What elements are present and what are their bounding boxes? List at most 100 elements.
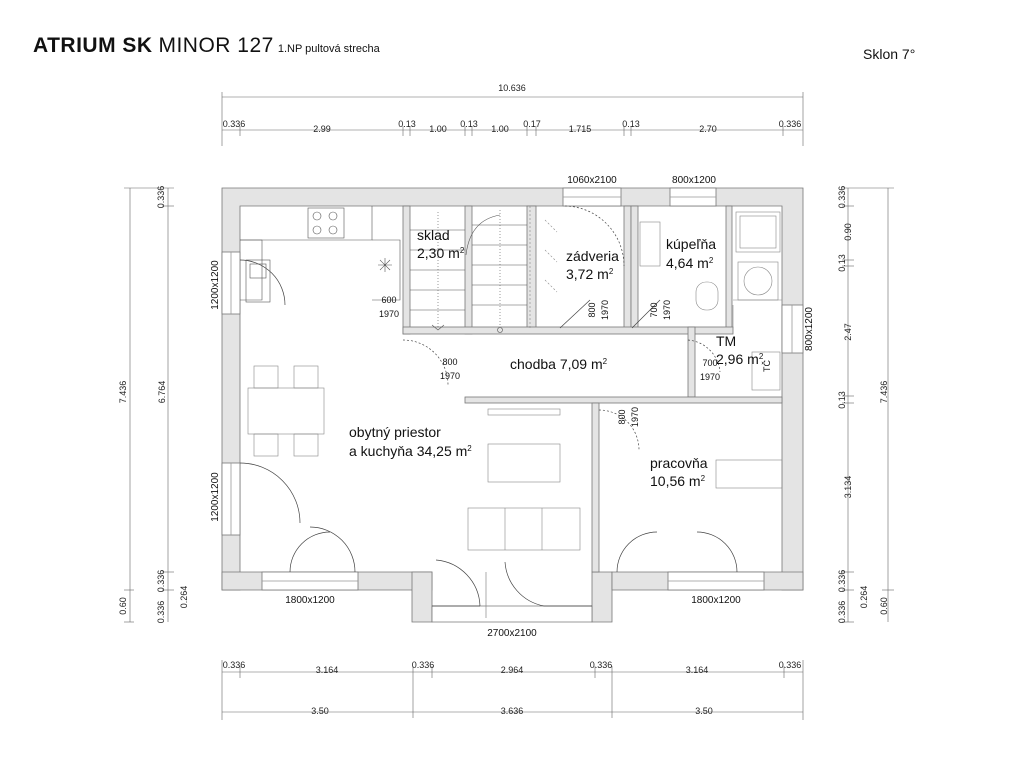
label-win-kupelna: 800x1200	[672, 175, 716, 186]
room-zadveria-name: zádveria	[566, 248, 619, 264]
entrance-door-left	[432, 559, 481, 607]
label-win-tm: 800x1200	[804, 307, 815, 351]
label-door-zadveria-w: 800	[587, 302, 597, 317]
room-kupelna-area: 4,64 m2	[666, 255, 714, 271]
room-tm-name: TM	[716, 333, 736, 349]
dim-top-4: 0.13	[460, 119, 478, 129]
dim-top-5: 1.00	[491, 124, 509, 134]
dim-left-chain-0: 0.336	[156, 186, 166, 209]
dim-top-10: 0.336	[779, 119, 802, 129]
label-win-zadveria: 1060x2100	[567, 175, 617, 186]
cooktop-icon	[307, 207, 345, 239]
dim-top-7: 1.715	[569, 124, 592, 134]
dimension-texts: 10.636 0.336 2.99 0.13 1.00 0.13 1.00 0.…	[118, 83, 889, 716]
dim-right-7: 0.264	[859, 586, 869, 609]
windows	[221, 187, 804, 591]
dim-right-6: 0.336	[837, 570, 847, 593]
heat-pump-label: TČ	[762, 360, 772, 372]
label-win-bottom-left: 1800x1200	[285, 595, 335, 606]
dim-right-3: 2.47	[843, 323, 853, 341]
dim-right-5: 3.134	[843, 476, 853, 499]
dim-bottom-4: 0.336	[590, 660, 613, 670]
room-pracovna-name: pracovňa	[650, 455, 708, 471]
room-obytny-area: a kuchyňa 34,25 m2	[349, 443, 472, 459]
dining-table	[247, 387, 325, 435]
doors	[239, 205, 738, 618]
room-kupelna-name: kúpeľňa	[666, 236, 716, 252]
label-door-tm-w: 700	[702, 358, 717, 368]
washbasin-icon	[639, 221, 661, 267]
room-sklad-name: sklad	[417, 227, 450, 243]
dim-top-9: 2.70	[699, 124, 717, 134]
dim-top-1: 2.99	[313, 124, 331, 134]
dim-right-2: 0.13	[837, 254, 847, 272]
dim-right-bottom-1: 0.60	[879, 597, 889, 615]
opening-labels: 1060x2100 800x1200 1200x1200 1200x1200 8…	[210, 175, 815, 639]
tv-stand	[487, 408, 561, 416]
dim-bottom-5: 3.164	[686, 665, 709, 675]
dim-bottom-2: 0.336	[412, 660, 435, 670]
label-door-chodba-w: 800	[442, 357, 457, 367]
heat-pump-icon	[751, 351, 781, 391]
dim-bottom-0: 0.336	[223, 660, 246, 670]
coffee-table	[487, 443, 561, 483]
dim-left-chain-1: 0.336	[156, 570, 166, 593]
room-labels: sklad 2,30 m2 zádveria 3,72 m2 kúpeľňa 4…	[349, 227, 772, 489]
room-tm-area: 2,96 m2	[716, 351, 764, 367]
furniture	[247, 206, 783, 551]
shower-tray-icon	[735, 211, 781, 253]
label-door-pracovna-h: 1970	[630, 407, 640, 427]
dim-left-total: 7.436	[118, 381, 128, 404]
title-subtitle: 1.NP pultová strecha	[277, 43, 380, 55]
walls	[221, 187, 804, 623]
label-door-pracovna-w: 800	[617, 409, 627, 424]
label-door-sklad-h: 1970	[379, 309, 399, 319]
label-win-living: 1200x1200	[210, 472, 221, 522]
window-tm	[781, 304, 804, 354]
room-sklad-area: 2,30 m2	[417, 245, 465, 261]
dim-left-chain-2: 0.264	[179, 586, 189, 609]
dim-bottom-total-1: 3.636	[501, 706, 524, 716]
room-chodba-label: chodba 7,09 m2	[510, 356, 608, 372]
room-zadveria-area: 3,72 m2	[566, 266, 614, 282]
entrance-door-right	[504, 561, 592, 607]
roof-slope-label: Sklon 7°	[863, 46, 916, 62]
dim-left-bottom-1: 0.336	[156, 601, 166, 624]
label-win-kitchen: 1200x1200	[210, 260, 221, 310]
dim-left-bottom-0: 0.60	[118, 597, 128, 615]
dim-bottom-total-0: 3.50	[311, 706, 329, 716]
dim-top-8: 0.13	[622, 119, 640, 129]
dim-left-inner: 6.764	[157, 381, 167, 404]
dim-bottom-3: 2.964	[501, 665, 524, 675]
dim-top-0: 0.336	[223, 119, 246, 129]
label-door-chodba-h: 1970	[440, 371, 460, 381]
dim-top-6: 0.17	[523, 119, 541, 129]
dim-top-2: 0.13	[398, 119, 416, 129]
label-door-kupelna-h: 1970	[662, 300, 672, 320]
room-obytny-name: obytný priestor	[349, 424, 441, 440]
label-door-tm-h: 1970	[700, 372, 720, 382]
toilet-icon	[695, 281, 719, 311]
dim-right-4: 0.13	[837, 391, 847, 409]
dim-bottom-6: 0.336	[779, 660, 802, 670]
sink-icon	[245, 259, 271, 303]
dim-top-3: 1.00	[429, 124, 447, 134]
dim-top-total: 10.636	[498, 83, 526, 93]
room-pracovna-area: 10,56 m2	[650, 473, 706, 489]
label-door-entrance: 2700x2100	[487, 628, 537, 639]
vent-icon	[378, 258, 392, 272]
label-door-zadveria-h: 1970	[600, 300, 610, 320]
dim-right-0: 0.336	[837, 186, 847, 209]
label-win-bottom-right: 1800x1200	[691, 595, 741, 606]
dim-right-1: 0.90	[843, 223, 853, 241]
staircase	[410, 210, 527, 333]
dim-bottom-1: 3.164	[316, 665, 339, 675]
title-model: MINOR 127	[158, 34, 274, 57]
dim-right-bottom-0: 0.336	[837, 601, 847, 624]
title-bold: ATRIUM SK	[33, 34, 153, 57]
sofa	[467, 507, 581, 551]
dim-bottom-total-2: 3.50	[695, 706, 713, 716]
dim-right-total: 7.436	[879, 381, 889, 404]
